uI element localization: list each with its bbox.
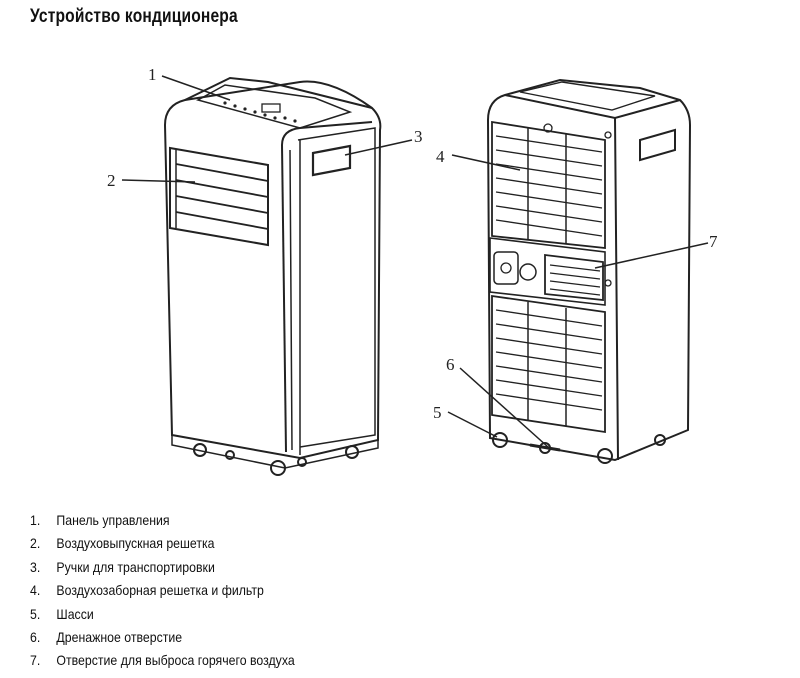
front-unit-illustration: [163, 76, 382, 476]
legend-number: 3.: [30, 558, 41, 575]
legend-item: 1. Панель управления: [30, 512, 295, 535]
parts-legend: 1. Панель управления 2. Воздуховыпускная р…: [30, 512, 331, 676]
callout-3: 3: [414, 127, 423, 146]
legend-item: 6. Дренажное отверстие: [30, 629, 295, 652]
legend-item: 5. Шасси: [30, 606, 295, 629]
air-conditioner-diagram: 1 2 3 4 5 6 7: [107, 65, 718, 476]
callout-2: 2: [107, 171, 116, 190]
callout-6: 6: [446, 355, 455, 374]
legend-item: 3. Ручки для транспортировки: [30, 559, 295, 582]
legend-text: Дренажное отверстие: [56, 628, 183, 645]
legend-number: 4.: [30, 582, 41, 599]
callout-5: 5: [433, 403, 442, 422]
callout-lines: [121, 75, 709, 448]
legend-number: 7.: [30, 652, 41, 669]
legend-item: 4. Воздухозаборная решетка и фильтр: [30, 582, 295, 605]
legend-number: 2.: [30, 535, 41, 552]
legend-number: 1.: [30, 512, 41, 528]
callout-1: 1: [148, 65, 157, 84]
legend-text: Отверстие для выброса горячего воздуха: [56, 652, 295, 669]
legend-item: 7. Отверстие для выброса горячего воздуха: [30, 652, 295, 675]
legend-text: Ручки для транспортировки: [56, 558, 215, 575]
legend-text: Панель управления: [56, 512, 170, 528]
legend-text: Воздуховыпускная решетка: [56, 535, 215, 552]
legend-number: 6.: [30, 628, 41, 645]
page-title: Устройство кондиционера: [30, 6, 238, 27]
callout-4: 4: [436, 147, 445, 166]
back-unit-illustration: [486, 78, 692, 464]
legend-text: Воздухозаборная решетка и фильтр: [56, 582, 264, 599]
callout-7: 7: [709, 232, 718, 251]
legend-number: 5.: [30, 605, 41, 622]
legend-item: 2. Воздуховыпускная решетка: [30, 535, 295, 558]
legend-text: Шасси: [56, 605, 94, 622]
